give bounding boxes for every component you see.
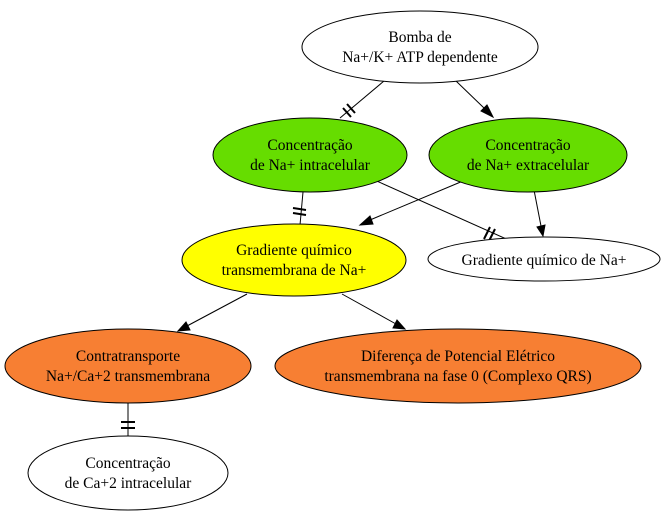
edge-gradiente-trans-to-contratransporte: [176, 293, 248, 332]
node-contratransporte-line2: Na+/Ca+2 transmembrana: [46, 368, 210, 385]
node-gradiente-trans-shape: [181, 223, 407, 297]
edges: [121, 80, 546, 436]
node-gradiente-na: Gradiente químico de Na+: [427, 236, 661, 282]
node-na-intra: Concentração de Na+ intracelular: [212, 117, 408, 193]
node-na-intra-shape: [212, 117, 408, 193]
node-na-intra-line2: de Na+ intracelular: [250, 157, 371, 174]
node-bomba-line2: Na+/K+ ATP dependente: [342, 49, 498, 66]
node-diferenca-line2: transmembrana na fase 0 (Complexo QRS): [324, 368, 591, 385]
node-ca-intra-shape: [27, 435, 229, 511]
node-ca-intra: Concentração de Ca+2 intracelular: [27, 435, 229, 511]
node-na-extra: Concentração de Na+ extracelular: [428, 117, 628, 193]
node-ca-intra-line1: Concentração: [85, 455, 170, 472]
edge-bomba-to-na-intra: [339, 80, 385, 119]
node-diferenca-shape: [274, 328, 642, 404]
node-contratransporte: Contratransporte Na+/Ca+2 transmembrana: [4, 328, 252, 404]
node-na-extra-line1: Concentração: [485, 137, 570, 154]
node-na-extra-line2: de Na+ extracelular: [467, 157, 590, 174]
edge-na-extra-to-gradiente-na: [533, 189, 546, 238]
edge-bomba-to-na-extra: [455, 80, 495, 119]
node-bomba-line1: Bomba de: [388, 29, 451, 46]
node-bomba-shape: [301, 10, 539, 84]
node-gradiente-na-shape: [427, 236, 661, 282]
node-diferenca: Diferença de Potencial Elétrico transmem…: [274, 328, 642, 404]
node-diferenca-line1: Diferença de Potencial Elétrico: [361, 348, 555, 365]
node-contratransporte-line1: Contratransporte: [76, 348, 180, 365]
node-ca-intra-line2: de Ca+2 intracelular: [65, 475, 192, 492]
edge-gradiente-trans-to-diferenca: [341, 293, 407, 330]
node-contratransporte-shape: [4, 328, 252, 404]
node-gradiente-na-line1: Gradiente químico de Na+: [462, 252, 627, 269]
node-gradiente-trans-line1: Gradiente químico: [236, 242, 352, 259]
node-na-intra-line1: Concentração: [267, 137, 352, 154]
node-gradiente-trans: Gradiente químico transmembrana de Na+: [181, 223, 407, 297]
edge-na-extra-to-gradiente-trans: [358, 180, 464, 226]
node-na-extra-shape: [428, 117, 628, 193]
node-bomba: Bomba de Na+/K+ ATP dependente: [301, 10, 539, 84]
edge-na-intra-to-gradiente-trans: [292, 191, 307, 226]
node-gradiente-trans-line2: transmembrana de Na+: [222, 262, 367, 279]
edge-contratransporte-to-ca-intra: [121, 403, 135, 436]
